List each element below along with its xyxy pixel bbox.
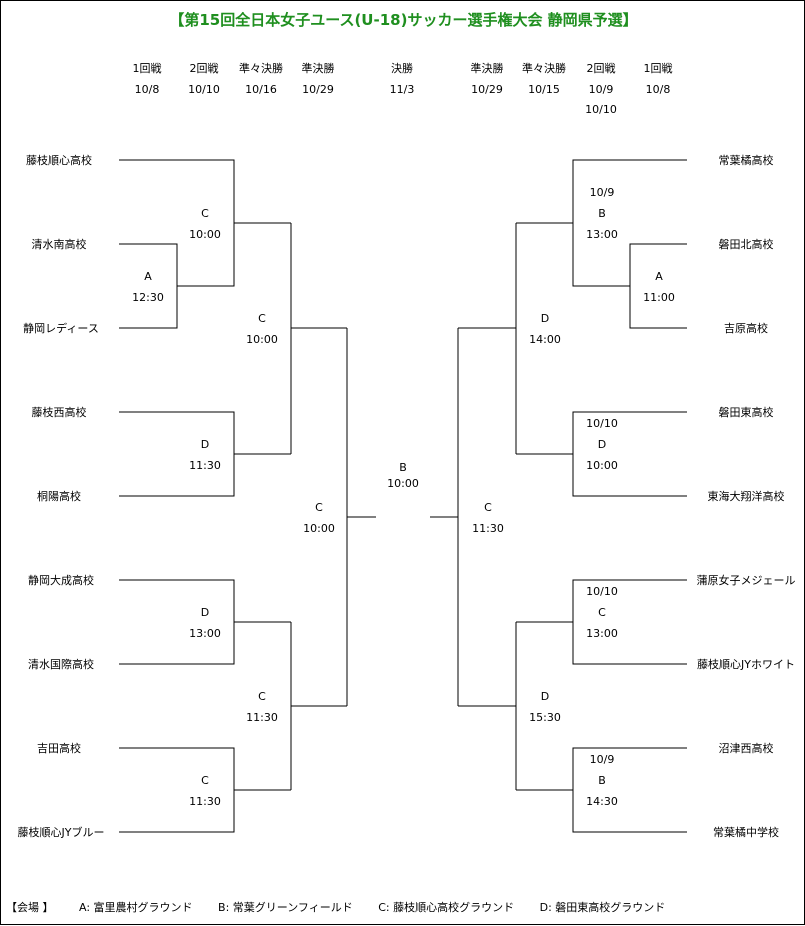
match-r6-time: 14:00: [529, 333, 561, 346]
round-date-right-1: 10/29: [471, 83, 503, 96]
match-final-time: 10:00: [387, 477, 419, 490]
match-r7-venue: D: [540, 690, 550, 703]
match-l1-time: 12:30: [132, 291, 164, 304]
round-name-right-2: 準々決勝: [522, 62, 566, 75]
match-l8-venue: C: [315, 501, 323, 514]
team-right-6: 蒲原女子メジェール: [696, 574, 796, 587]
round-name-left-3: 準々決勝: [239, 62, 283, 75]
team-left-5: 桐陽高校: [37, 490, 81, 503]
match-r3-venue: D: [597, 438, 607, 451]
team-left-8: 吉田高校: [37, 742, 81, 755]
round-name-right-4: 1回戦: [643, 62, 673, 75]
match-l2-venue: C: [201, 207, 209, 220]
round-name-right-1: 準決勝: [470, 62, 504, 75]
venue-d: D: 磐田東高校グラウンド: [539, 901, 666, 914]
venue-a: A: 富里農村グラウンド: [79, 901, 193, 914]
round-name-left-4: 準決勝: [301, 62, 335, 75]
round-name-left-1: 1回戦: [132, 62, 162, 75]
match-l3-time: 11:30: [189, 459, 221, 472]
match-r1-venue: A: [655, 270, 663, 283]
round-name-left-2: 2回戦: [189, 62, 219, 75]
venue-c: C: 藤枝順心高校グラウンド: [378, 901, 515, 914]
match-l7-time: 11:30: [246, 711, 278, 724]
match-l4-time: 13:00: [189, 627, 221, 640]
match-r1-time: 11:00: [643, 291, 675, 304]
match-l4-venue: D: [200, 606, 210, 619]
round-date2-right-3: 10/10: [585, 103, 617, 116]
match-r5-time: 14:30: [586, 795, 618, 808]
match-r7-time: 15:30: [529, 711, 561, 724]
match-r4-date: 10/10: [586, 585, 618, 598]
team-right-5: 東海大翔洋高校: [707, 490, 785, 503]
round-date-left-3: 10/16: [245, 83, 277, 96]
venue-legend-label: 【会場 】: [6, 901, 54, 914]
team-left-9: 藤枝順心JYブルー: [17, 826, 105, 839]
match-r3-date: 10/10: [586, 417, 618, 430]
team-left-7: 清水国際高校: [28, 658, 94, 671]
page-title: 【第15回全日本女子ユース(U-18)サッカー選手権大会 静岡県予選】: [169, 11, 638, 29]
match-r4-time: 13:00: [586, 627, 618, 640]
team-right-9: 常葉橘中学校: [713, 826, 779, 839]
team-right-4: 磐田東高校: [718, 406, 774, 419]
round-date-left-2: 10/10: [188, 83, 220, 96]
round-date-right-2: 10/15: [528, 83, 560, 96]
match-r4-venue: C: [598, 606, 606, 619]
match-l8-time: 10:00: [303, 522, 335, 535]
match-r5-venue: B: [598, 774, 606, 787]
match-l6-venue: C: [258, 312, 266, 325]
team-right-3: 吉原高校: [724, 322, 768, 335]
team-right-8: 沼津西高校: [718, 742, 774, 755]
round-name-final: 決勝: [391, 62, 413, 75]
round-date-final: 11/3: [389, 83, 415, 96]
match-l3-venue: D: [200, 438, 210, 451]
match-r8-time: 11:30: [472, 522, 504, 535]
team-left-3: 静岡レディース: [23, 322, 99, 335]
venue-b: B: 常葉グリーンフィールド: [218, 901, 353, 914]
round-date-right-4: 10/8: [645, 83, 671, 96]
match-l5-time: 11:30: [189, 795, 221, 808]
round-date-left-4: 10/29: [302, 83, 334, 96]
match-l7-venue: C: [258, 690, 266, 703]
round-name-right-3: 2回戦: [586, 62, 616, 75]
round-date-left-1: 10/8: [134, 83, 160, 96]
team-right-2: 磐田北高校: [718, 238, 774, 251]
match-l1-venue: A: [144, 270, 152, 283]
match-l2-time: 10:00: [189, 228, 221, 241]
team-left-6: 静岡大成高校: [28, 574, 94, 587]
team-left-1: 藤枝順心高校: [26, 154, 92, 167]
match-r6-venue: D: [540, 312, 550, 325]
match-r8-venue: C: [484, 501, 492, 514]
match-r2-time: 13:00: [586, 228, 618, 241]
match-r5-date: 10/9: [589, 753, 615, 766]
team-right-7: 藤枝順心JYホワイト: [697, 658, 795, 671]
team-right-1: 常葉橘高校: [718, 154, 774, 167]
match-r2-date: 10/9: [589, 186, 615, 199]
match-r3-time: 10:00: [586, 459, 618, 472]
match-r2-venue: B: [598, 207, 606, 220]
match-l6-time: 10:00: [246, 333, 278, 346]
match-l5-venue: C: [201, 774, 209, 787]
venue-legend: 【会場 】 A: 富里農村グラウンド B: 常葉グリーンフィールド C: 藤枝順…: [6, 899, 687, 915]
team-left-2: 清水南高校: [31, 238, 87, 251]
team-left-4: 藤枝西高校: [31, 406, 87, 419]
match-final-venue: B: [399, 461, 407, 474]
round-date-right-3: 10/9: [588, 83, 614, 96]
